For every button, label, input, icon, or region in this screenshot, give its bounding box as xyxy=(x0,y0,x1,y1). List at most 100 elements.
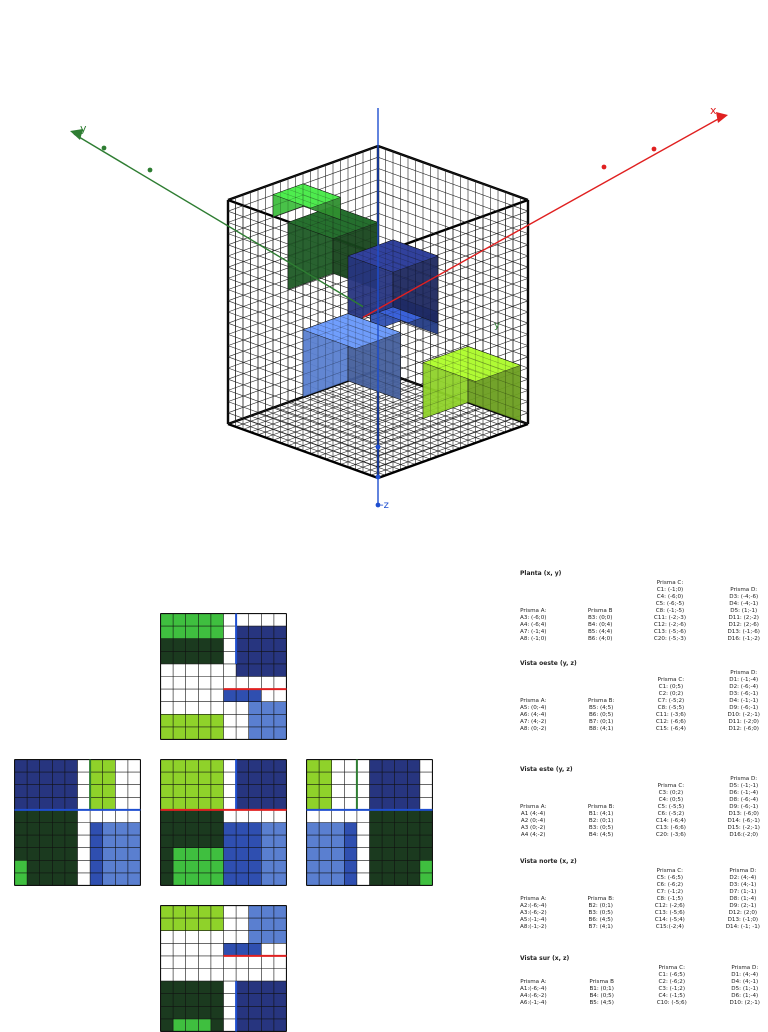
axis-tick-dot xyxy=(101,145,107,151)
view-top xyxy=(160,613,287,740)
view-rect-light_blue xyxy=(248,905,287,944)
prism-bright-green-grid xyxy=(272,206,304,218)
coord-entry: D8: (-6;-4) xyxy=(729,797,759,803)
coord-entry: B5: (4;5) xyxy=(588,705,614,711)
view-west xyxy=(14,759,141,886)
prism-light-blue-grid xyxy=(302,324,349,342)
prism-bright-green-grid xyxy=(280,191,319,206)
coord-entry: Prisma B xyxy=(589,979,614,985)
coord-entry: A4 (4;-2) xyxy=(520,832,546,838)
view-rect-royal_blue xyxy=(223,943,262,956)
coord-column: Prisma A:A1 (4;-4)A2 (0;-4)A3 (0;-2)A4 (… xyxy=(520,804,546,839)
coord-entry: D9: (-6;-1) xyxy=(729,804,759,810)
prism-bright-green-grid xyxy=(287,189,326,203)
axis-label-y: y xyxy=(80,122,87,135)
coord-entry: C5: (-6;5) xyxy=(656,875,684,881)
prism-lime-grid xyxy=(467,357,521,377)
coord-entry: Prisma D: xyxy=(730,587,758,593)
coord-entry: D5: (-1;-1) xyxy=(729,783,759,789)
coord-table-title: Vista sur (x, z) xyxy=(520,955,570,962)
prism-navy-grid xyxy=(392,284,439,301)
view-south xyxy=(160,905,287,1032)
grid-floor-line xyxy=(280,388,431,444)
prism-light-blue-grid xyxy=(310,326,364,347)
cube-edge xyxy=(377,422,529,480)
prism-navy-grid xyxy=(392,239,439,257)
coord-entry: Prisma B xyxy=(587,608,613,614)
coord-entry: D5: (1;-1) xyxy=(730,608,758,614)
coord-entry: C7: (-5;2) xyxy=(657,698,685,704)
coord-entry: C1: (0;5) xyxy=(658,684,684,690)
coord-entry: C13: (-5;-6) xyxy=(653,629,687,635)
coord-entry: Prisma C: xyxy=(656,580,684,586)
prism-dark-green-grid xyxy=(332,228,379,245)
axis-tick-dot xyxy=(651,146,657,152)
coord-entry: C6: (-6;2) xyxy=(656,882,684,888)
coord-entry: C15:(-2;4) xyxy=(655,924,684,930)
prism-lime-grid xyxy=(452,351,506,371)
coord-entry: D13: (-1;0) xyxy=(727,917,759,923)
coord-table-norte: Vista norte (x, z)Prisma A:A2:(-6;-4)A3:… xyxy=(520,858,760,931)
prism-lime-grid xyxy=(422,402,469,419)
prism-lime-grid xyxy=(445,354,499,374)
coord-entry: A7: (4;-2) xyxy=(520,719,547,725)
coord-entry: D8: (1;-4) xyxy=(729,896,757,902)
coord-entry: A1 (4;-4) xyxy=(520,811,546,817)
grid-floor-line xyxy=(310,394,461,449)
prism-light-blue-grid xyxy=(302,347,349,364)
coord-column: Prisma D:D2: (4;-4)D3: (4;-1)D7: (1;-1)D… xyxy=(726,868,760,931)
prism-light-blue-grid xyxy=(347,380,401,400)
coord-entry: Prisma A: xyxy=(520,608,547,614)
coord-entry: C4: (-1;5) xyxy=(658,993,685,999)
prism-light-blue-grid xyxy=(325,321,379,341)
coord-entry: Prisma D: xyxy=(730,670,758,676)
axis-tick-dot xyxy=(375,444,381,450)
coord-entry: C14: (-6;4) xyxy=(655,818,686,824)
axis-x-arrow xyxy=(716,112,728,123)
grid-floor-line xyxy=(340,383,491,438)
prism-light-blue-grid xyxy=(347,347,401,367)
coord-entry: D12: (2;0) xyxy=(728,910,758,916)
prism-dark-green-grid xyxy=(287,228,334,245)
prism-light-blue-grid xyxy=(302,335,349,353)
coord-entry: C5: (-6;-5) xyxy=(655,601,685,607)
coord-entry: D3: (4;-1) xyxy=(729,882,757,888)
coord-entry: B6: (0;5) xyxy=(588,712,614,718)
prism-bright-green-grid xyxy=(302,206,341,220)
prism-bright-green-grid xyxy=(272,194,311,209)
coord-entry: B5: (4;5) xyxy=(589,1000,614,1006)
coord-entry: C3: (-1;2) xyxy=(658,986,685,992)
coord-column: Prisma C:C1: (-6;5)C2: (-6;2)C3: (-1;2)C… xyxy=(657,965,687,1007)
prism-navy-grid xyxy=(347,262,394,279)
coord-entry: C20: (-5;-3) xyxy=(653,636,687,642)
coord-entry: C7: (-1;2) xyxy=(656,889,684,895)
prism-dark-green-grid xyxy=(332,217,379,234)
prism-navy-grid xyxy=(392,262,439,279)
coord-table-oeste: Vista oeste (y, z)Prisma A:A5: (0;-4)A6:… xyxy=(520,660,760,733)
coord-entry: C8: (-1;-5) xyxy=(655,608,685,614)
coord-entry: Prisma A: xyxy=(520,896,547,902)
prism-lime-grid xyxy=(430,359,484,379)
prism-light-blue-grid xyxy=(332,318,386,339)
grid-front-right-line xyxy=(377,145,529,201)
prism-bright-green-grid xyxy=(302,194,341,209)
coord-entry: A5:(-1;-4) xyxy=(520,917,547,923)
coord-table-columns: Prisma A:A1:(-6;-4)A4:(-6;-2)A6:(-1;-4)P… xyxy=(520,965,760,1007)
prism-navy xyxy=(347,239,439,324)
coord-entry: D6: (-1;-4) xyxy=(729,790,759,796)
coord-entry: B2: (0;1) xyxy=(588,903,613,909)
prism-light-blue xyxy=(302,313,402,400)
view-rect-royal_blue xyxy=(344,822,357,886)
axis-x xyxy=(362,117,721,319)
coord-entry: Prisma D: xyxy=(731,965,759,971)
coord-column: Prisma B:B1: (4;1)B2: (0;1)B3: (0;5)B4: … xyxy=(588,804,614,839)
axis-y xyxy=(73,133,364,308)
coord-entry: D12: (2;-6) xyxy=(728,622,759,628)
grid-front-left-line xyxy=(227,145,379,201)
coord-entry: Prisma D: xyxy=(729,868,757,874)
prism-dark-green-grid xyxy=(287,250,334,268)
coord-table-este: Vista este (y, z)Prisma A:A1 (4;-4)A2 (0… xyxy=(520,766,760,839)
coord-entry: C20: (-3;6) xyxy=(655,832,686,838)
coord-entry: C14: (-5;4) xyxy=(654,917,685,923)
grid-front-right-line xyxy=(377,201,529,257)
